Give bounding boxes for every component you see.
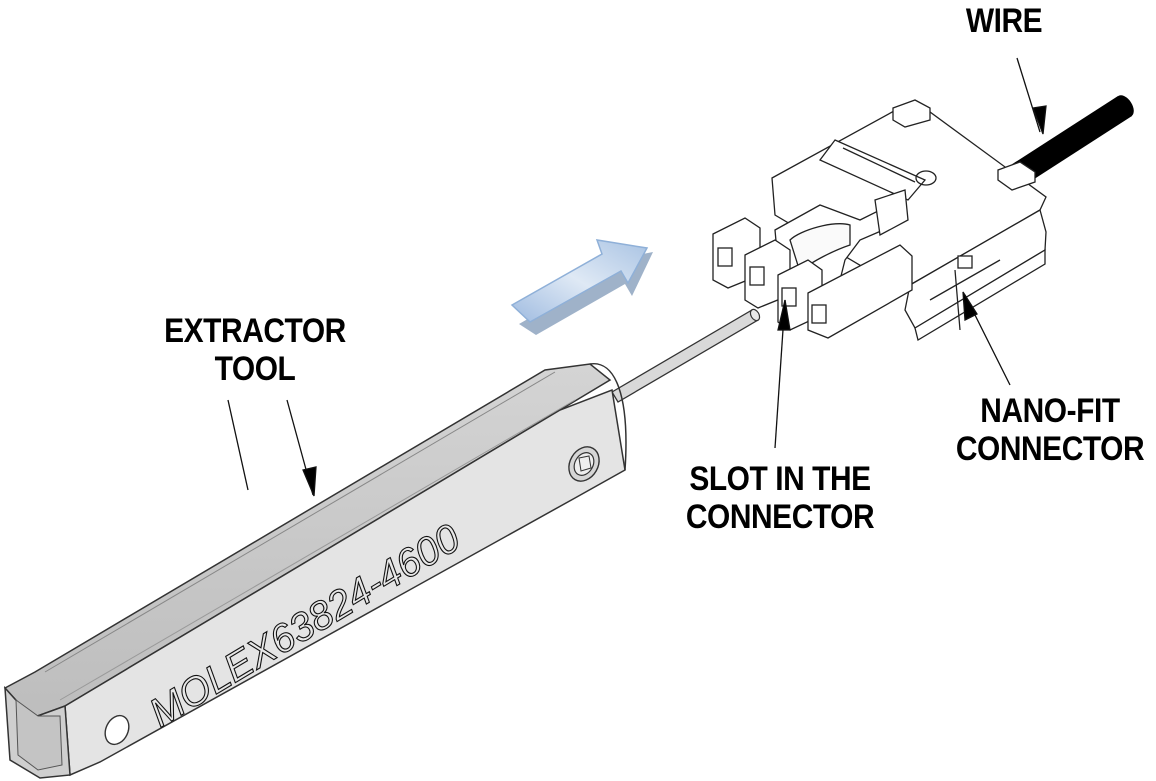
extractor-pin xyxy=(611,308,761,403)
nano-fit-connector xyxy=(712,99,1047,342)
label-slot-line2: CONNECTOR xyxy=(685,498,875,536)
label-wire: WIRE xyxy=(951,2,1057,40)
extractor-tool: MOLEX 63824-4600 xyxy=(3,363,627,779)
wire xyxy=(1000,95,1134,192)
label-extractor-line2: TOOL xyxy=(214,350,296,388)
set-screw-icon xyxy=(568,446,600,482)
label-slot-line1: SLOT IN THE xyxy=(689,460,871,498)
leader-lines xyxy=(227,57,1047,497)
label-nano-fit-connector: NANO-FIT CONNECTOR xyxy=(944,392,1155,468)
label-nanofit-line2: CONNECTOR xyxy=(955,430,1145,468)
label-extractor-tool: EXTRACTOR TOOL xyxy=(145,312,365,388)
hang-hole xyxy=(104,714,130,746)
label-wire-text: WIRE xyxy=(965,2,1043,40)
direction-arrow xyxy=(510,239,653,335)
label-extractor-line1: EXTRACTOR xyxy=(164,312,346,350)
label-nanofit-line1: NANO-FIT xyxy=(980,392,1120,430)
label-slot-in-connector: SLOT IN THE CONNECTOR xyxy=(674,460,885,536)
